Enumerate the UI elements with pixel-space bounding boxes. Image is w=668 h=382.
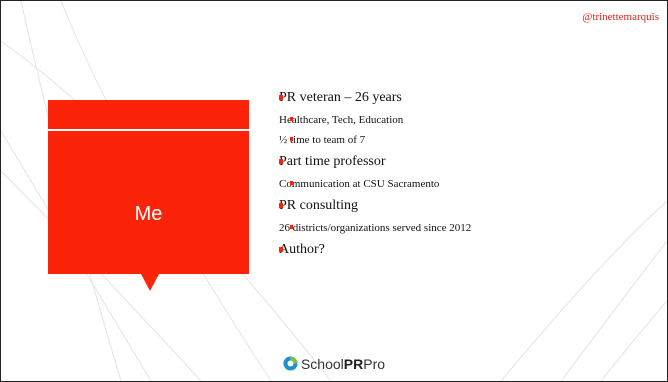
twitter-handle: @trinettemarquis [582, 11, 659, 23]
bullet-square-icon [279, 95, 283, 100]
sub-bullet-text: Communication at CSU Sacramento [279, 178, 440, 190]
bullet-text: Part time professor [279, 154, 386, 169]
title-box-pointer [141, 274, 159, 291]
bullet-item: Part time professor [279, 153, 659, 171]
bullet-text: PR veteran – 26 years [279, 90, 402, 105]
sub-bullet-text: ½ time to team of 7 [279, 134, 366, 146]
bullet-square-icon [290, 225, 293, 229]
bullet-text: Author? [279, 242, 325, 257]
sub-bullet-item: Communication at CSU Sacramento [279, 177, 659, 191]
title-box-rule [48, 129, 249, 131]
schoolprpro-logo-icon [283, 356, 298, 371]
sub-bullet-text: 26 districts/organizations served since … [279, 222, 472, 234]
bullet-list: PR veteran – 26 years Healthcare, Tech, … [279, 89, 659, 259]
bullet-square-icon [290, 117, 293, 121]
sub-bullet-item: 26 districts/organizations served since … [279, 221, 659, 235]
bullet-item: PR veteran – 26 years [279, 89, 659, 107]
brand-suffix: Pro [363, 356, 386, 372]
brand-prefix: School [300, 356, 344, 372]
sub-bullet-text: Healthcare, Tech, Education [279, 114, 404, 126]
sub-bullet-item: ½ time to team of 7 [279, 133, 659, 147]
bullet-square-icon [279, 247, 283, 252]
footer-brand: SchoolPRPro [1, 356, 667, 372]
title-box: Me [48, 100, 249, 274]
brand-bold: PR [343, 356, 364, 372]
bullet-text: PR consulting [279, 198, 358, 213]
bullet-square-icon [290, 137, 293, 141]
bullet-square-icon [290, 181, 293, 185]
bullet-square-icon [279, 203, 283, 208]
slide-title: Me [134, 203, 163, 225]
bullet-square-icon [279, 159, 283, 164]
sub-bullet-item: Healthcare, Tech, Education [279, 113, 659, 127]
bullet-item: PR consulting [279, 197, 659, 215]
bullet-item: Author? [279, 241, 659, 259]
